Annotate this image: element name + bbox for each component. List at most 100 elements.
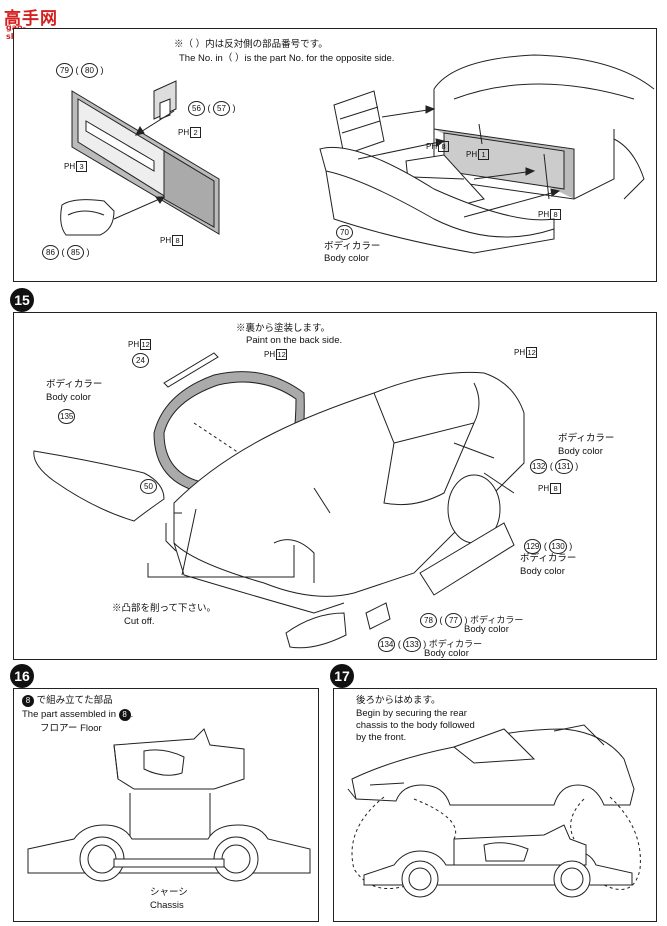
part-78-num: 78: [420, 613, 437, 628]
step15-drawing: [14, 313, 658, 661]
ph-12c-box: 12: [526, 347, 538, 358]
step15-badge: 15: [10, 288, 34, 312]
part-135-num: 135: [58, 409, 76, 424]
part-134-color-en: Body color: [424, 648, 469, 659]
part-79-num: 79: [56, 63, 73, 78]
ph-prefix: PH: [466, 150, 478, 159]
step14-note-jp: ※（ ）内は反対側の部品番号です。: [174, 39, 328, 50]
ph-8b-box: 8: [438, 141, 450, 152]
part-85-num: 85: [67, 245, 84, 260]
part-134: 134 ( 133 ) ボディカラー: [378, 637, 482, 652]
part-80-num: 80: [81, 63, 98, 78]
part-132: 132 ( 131 ): [530, 459, 578, 474]
part-130-num: 130: [549, 539, 567, 554]
step16-assembled-en-text: The part assembled in: [22, 709, 116, 720]
step15-body-color-jp-skirt: ボディカラー: [520, 553, 577, 564]
step14-panel: ※（ ）内は反対側の部品番号です。 The No. in（ ）is the pa…: [13, 28, 657, 282]
step14-note-en: The No. in（ ）is the part No. for the opp…: [179, 53, 395, 64]
step16-chassis-en: Chassis: [150, 900, 184, 911]
part-24: 24: [132, 353, 149, 368]
ph-prefix: PH: [264, 350, 276, 359]
ph-prefix: PH: [178, 128, 190, 137]
ph-prefix: PH: [538, 484, 550, 493]
step16-ref-num: 8: [22, 695, 34, 707]
step15-body-color-en-skirt: Body color: [520, 566, 565, 577]
part-134-color-jp: ボディカラー: [428, 639, 483, 649]
step16-badge: 16: [10, 664, 34, 688]
ph-prefix: PH: [128, 340, 140, 349]
step17-line-jp: 後ろからはめます。: [356, 695, 441, 706]
ph-3-box: 3: [76, 161, 88, 172]
part-70-num: 70: [336, 225, 353, 240]
step14-body-color-jp: ボディカラー: [324, 241, 381, 252]
step15-body-color-en-right: Body color: [558, 446, 603, 457]
part-133-num: 133: [403, 637, 421, 652]
part-78: 78 ( 77 ) ボディカラー: [420, 613, 523, 628]
part-57-num: 57: [213, 101, 230, 116]
step16-assembled-en: The part assembled in 8.: [22, 709, 134, 721]
step17-line1: Begin by securing the rear: [356, 708, 467, 719]
part-56: 56 ( 57 ): [188, 101, 236, 116]
step15-panel: ※裏から塗装します。 Paint on the back side.: [13, 312, 657, 660]
ph-8-box: 8: [550, 483, 562, 494]
step17-badge: 17: [330, 664, 354, 688]
part-79: 79 ( 80 ): [56, 63, 104, 78]
part-134-num: 134: [378, 637, 396, 652]
step15-body-color-jp-left: ボディカラー: [46, 379, 103, 390]
step16-chassis-jp: シャーシ: [150, 887, 188, 898]
part-78-color-en: Body color: [464, 624, 509, 635]
part-24-num: 24: [132, 353, 149, 368]
ph-prefix: PH: [538, 210, 550, 219]
ph-12b-box: 12: [276, 349, 288, 360]
part-50-num: 50: [140, 479, 157, 494]
watermark-brand: 高手网: [4, 9, 58, 29]
step15-cutoff-en: Cut off.: [124, 616, 155, 627]
part-129: 129 ( 130 ): [524, 539, 572, 554]
part-70: 70: [336, 225, 353, 240]
step16-floor: フロアー Floor: [40, 723, 102, 734]
ph-2-box: 2: [190, 127, 202, 138]
ph-1-box: 1: [478, 149, 490, 160]
step14-drawing: [14, 29, 658, 283]
ph-prefix: PH: [64, 162, 76, 171]
ph-prefix: PH: [426, 142, 438, 151]
part-56-num: 56: [188, 101, 205, 116]
step17-panel: 後ろからはめます。 Begin by securing the rear cha…: [333, 688, 657, 922]
part-50: 50: [140, 479, 157, 494]
part-131-num: 131: [555, 459, 573, 474]
ph-8c-box: 8: [550, 209, 562, 220]
ph-prefix: PH: [160, 236, 172, 245]
step14-body-color-en: Body color: [324, 253, 369, 264]
part-78-color-jp: ボディカラー: [470, 615, 524, 625]
step17-line3: by the front.: [356, 732, 407, 743]
part-86-num: 86: [42, 245, 59, 260]
step15-body-color-jp-right: ボディカラー: [558, 433, 615, 444]
part-77-num: 77: [445, 613, 462, 628]
step16-assembled-jp: で組み立てた部品: [36, 695, 113, 706]
ph-12a-box: 12: [140, 339, 152, 350]
ph-8a-box: 8: [172, 235, 184, 246]
part-132-num: 132: [530, 459, 548, 474]
step15-note-en: Paint on the back side.: [246, 335, 343, 346]
step15-note-jp: ※裏から塗装します。: [236, 323, 331, 334]
step16-drawing: [14, 689, 320, 882]
step17-drawing: [334, 689, 658, 898]
step16-ref: 8 で組み立てた部品: [22, 695, 113, 707]
step17-line2: chassis to the body followed: [356, 720, 475, 731]
step16-panel: 8 で組み立てた部品 The part assembled in 8. フロアー…: [13, 688, 319, 922]
ph-prefix: PH: [514, 348, 526, 357]
step15-body-color-en-left: Body color: [46, 392, 91, 403]
part-135: 135: [58, 409, 76, 424]
step16-ref-num-2: 8: [118, 709, 131, 721]
step15-cutoff-jp: ※凸部を削って下さい。: [112, 603, 217, 614]
